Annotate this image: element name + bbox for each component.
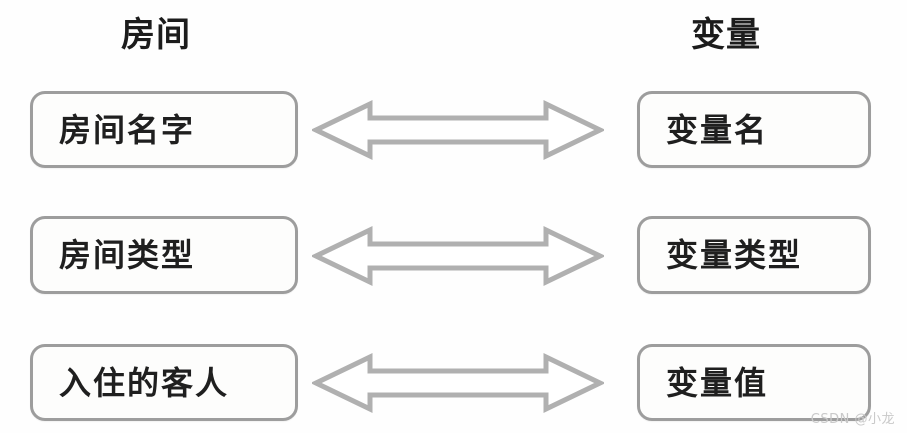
room-box-type: 房间类型 [30, 216, 298, 294]
variable-box-type: 变量类型 [637, 216, 871, 294]
double-headed-arrow-row-1 [312, 93, 604, 167]
variable-box-name-label: 变量名 [666, 110, 769, 149]
room-box-guest: 入住的客人 [30, 344, 298, 421]
watermark-text: CSDN @小龙 [810, 412, 895, 427]
column-header-variable: 变量 [691, 15, 761, 55]
double-headed-arrow-row-3 [312, 346, 604, 420]
column-header-room: 房间 [121, 15, 191, 55]
variable-box-name: 变量名 [637, 91, 871, 168]
room-box-type-label: 房间类型 [59, 236, 196, 274]
variable-box-value: 变量值 [637, 344, 871, 421]
double-headed-arrow-icon [312, 353, 604, 413]
double-headed-arrow-icon [312, 226, 604, 286]
room-box-guest-label: 入住的客人 [59, 363, 230, 402]
variable-box-value-label: 变量值 [666, 363, 769, 402]
room-box-name: 房间名字 [30, 91, 298, 168]
variable-box-type-label: 变量类型 [666, 236, 803, 274]
double-headed-arrow-icon [312, 100, 604, 160]
room-box-name-label: 房间名字 [59, 110, 196, 149]
double-headed-arrow-row-2 [312, 219, 604, 293]
